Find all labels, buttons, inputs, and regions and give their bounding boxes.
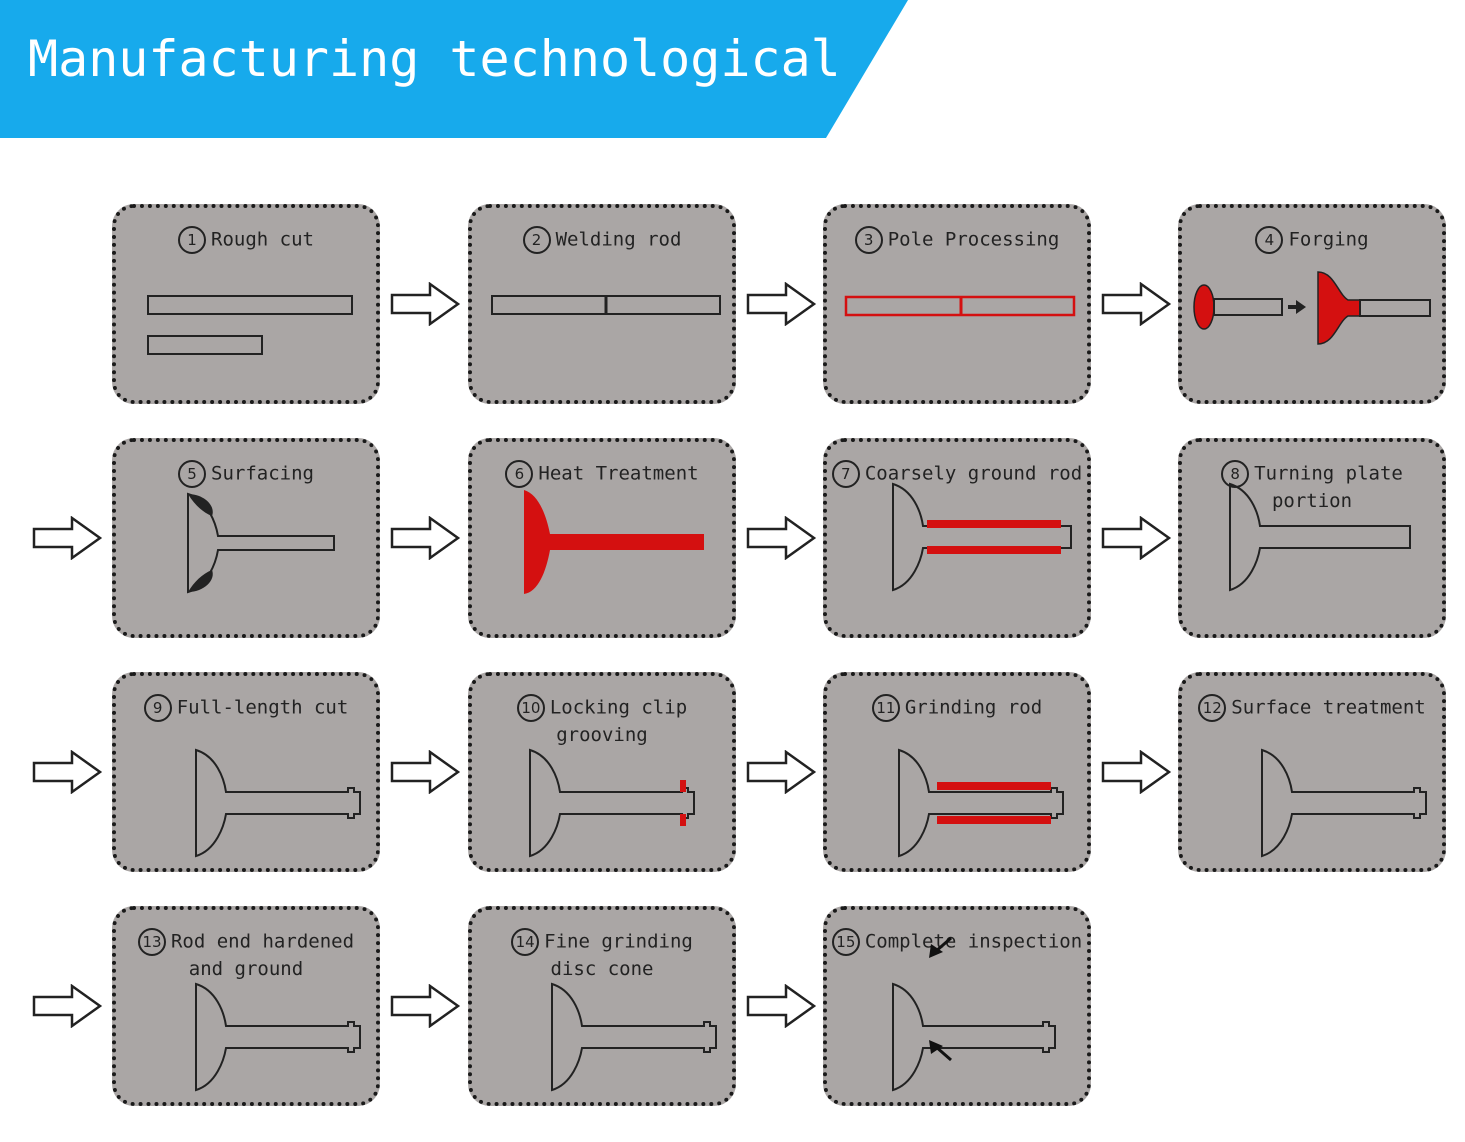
step-title: Rough cut [211,228,314,251]
step-number-badge: 5 [178,460,207,488]
arrow-right-icon [32,984,103,1028]
step-illustration-valve-plain [1229,482,1411,592]
step-illustration-valve-ground-rod [892,482,1072,592]
arrow-right-icon [390,750,461,794]
step-illustration-two-bars [147,295,353,355]
step-title: Coarsely ground rod [864,462,1083,485]
arrow-right-icon [390,984,461,1028]
step-number-badge: 2 [522,226,551,254]
arrow-right-icon [32,516,103,560]
step-title: Full-length cut [176,696,349,719]
step-title: Grinding rod [904,696,1043,719]
step-illustration-valve-grooved [195,748,361,858]
step-illustration-valve-grooved [195,982,361,1092]
arrow-right-icon [746,750,817,794]
step-number-badge: 7 [831,460,860,488]
step-title: Locking clip grooving [549,696,688,747]
step-number-badge: 10 [516,694,545,722]
arrow-right-icon [390,516,461,560]
page-title: Manufacturing technological [28,30,841,88]
arrow-right-icon [746,984,817,1028]
arrow-right-icon [746,516,817,560]
step-illustration-valve-grooved [551,982,717,1092]
arrow-right-icon [390,282,461,326]
step-illustration-valve-groove-red [529,748,695,858]
arrow-right-icon [746,282,817,326]
step-number-badge: 3 [854,226,883,254]
step-number-badge: 15 [831,928,860,956]
step-illustration-valve-grooved [1261,748,1427,858]
header-banner: Manufacturing technological [0,0,910,138]
step-title: Forging [1288,228,1369,251]
step-illustration-valve-surfacing [187,492,335,594]
step-title: Surfacing [211,462,314,485]
arrow-right-icon [1101,516,1172,560]
step-title: Welding rod [555,228,682,251]
step-title: Heat Treatment [538,462,699,485]
step-title: Pole Processing [887,228,1060,251]
step-number-badge: 14 [511,928,540,956]
arrow-right-icon [1101,282,1172,326]
step-title: Turning plate portion [1254,462,1403,513]
step-number-badge: 1 [178,226,207,254]
step-illustration-forging [1193,271,1431,345]
step-title: Rod end hardened and ground [170,930,355,981]
step-number-badge: 9 [143,694,172,722]
banner-shape [0,0,908,138]
step-illustration-valve-red-filled [524,490,704,594]
step-illustration-valve-grind-red [898,748,1064,858]
step-illustration-valve-inspect [892,936,1056,1092]
arrow-right-icon [1101,750,1172,794]
step-title: Fine grinding disc cone [544,930,693,981]
step-number-badge: 6 [505,460,534,488]
step-number-badge: 4 [1255,226,1284,254]
step-number-badge: 11 [871,694,900,722]
arrow-right-icon [32,750,103,794]
step-number-badge: 13 [137,928,166,956]
step-title: Surface treatment [1231,696,1426,719]
step-illustration-welded-bar [491,295,721,315]
step-illustration-welded-bar-red [844,295,1076,317]
step-number-badge: 12 [1198,694,1227,722]
